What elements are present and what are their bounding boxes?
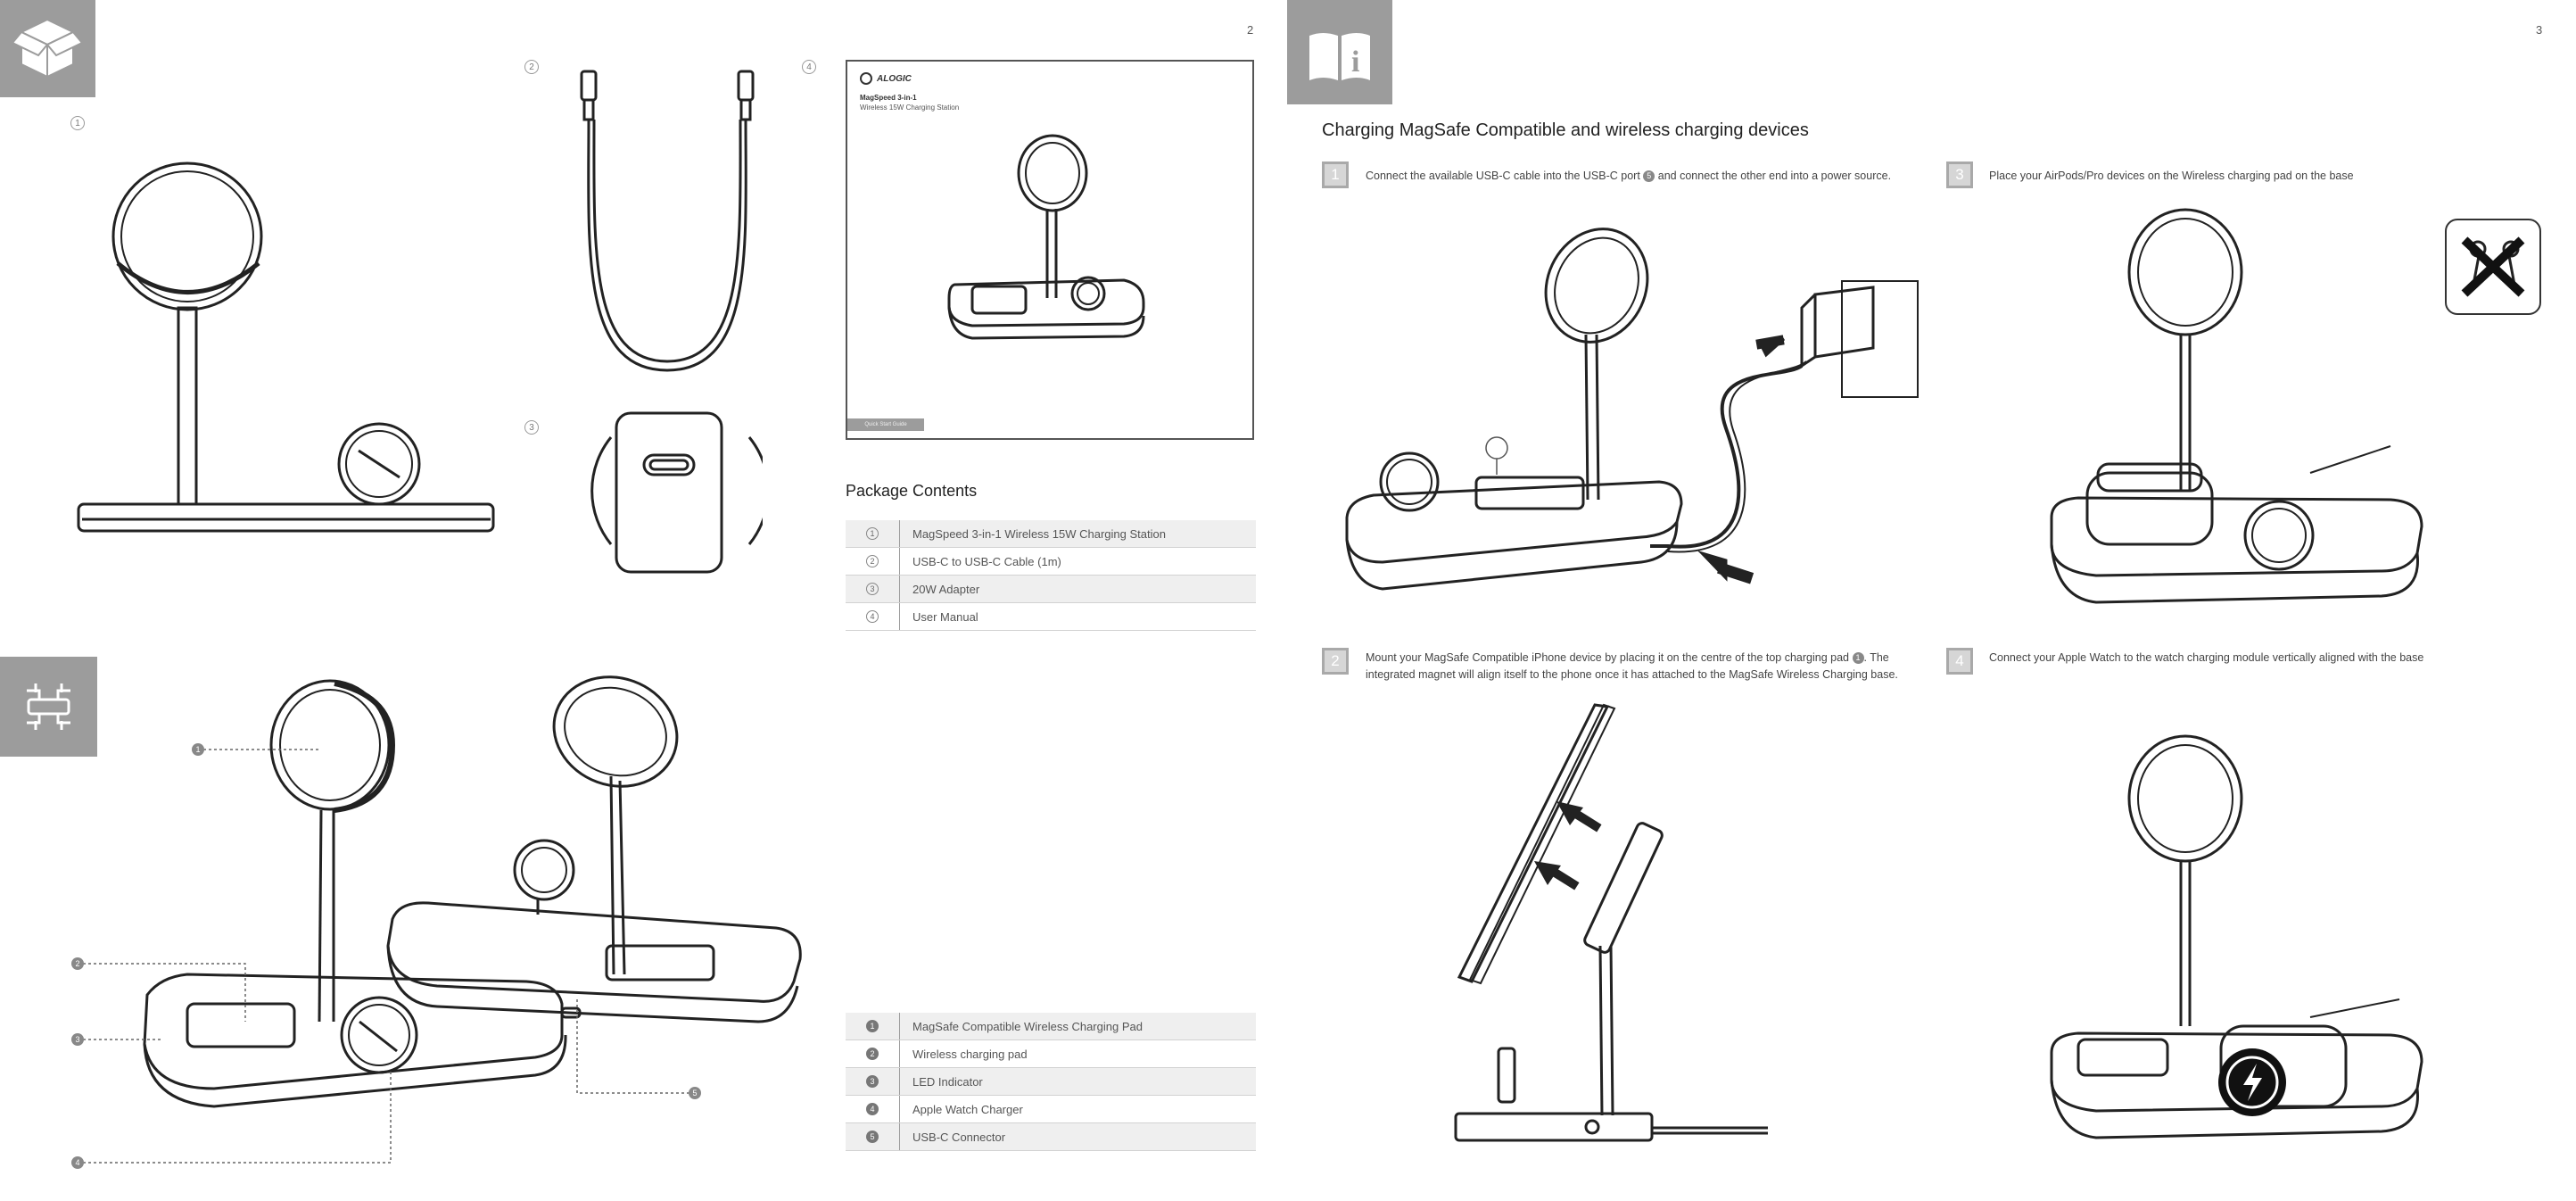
cover-tab-label: Quick Start Guide [847, 418, 924, 431]
brand-name: ALOGIC [877, 73, 912, 84]
item-label: Wireless charging pad [912, 1047, 1028, 1061]
open-box-icon [0, 0, 95, 97]
page-title: Charging MagSafe Compatible and wireless… [1322, 120, 1809, 140]
item-number-1: 1 [70, 116, 85, 130]
list-item: 1 MagSafe Compatible Wireless Charging P… [846, 1013, 1256, 1040]
step-3-illustration [2050, 208, 2423, 604]
step-4-number: 4 [1946, 648, 1973, 675]
list-item: 5 USB-C Connector [846, 1123, 1256, 1151]
item-number-2: 2 [524, 60, 539, 74]
circuit-icon [0, 657, 97, 757]
product-features-illustration [83, 675, 802, 1164]
cover-product-illustration [947, 134, 1145, 340]
page-number-right: 3 [2536, 23, 2543, 37]
step-3-number: 3 [1946, 162, 1973, 188]
step-4-text: Connect your Apple Watch to the watch ch… [1989, 651, 2424, 664]
user-manual-cover: ALOGIC MagSpeed 3-in-1 Wireless 15W Char… [846, 60, 1254, 440]
item-number: 3 [866, 1075, 879, 1088]
item-label: LED Indicator [912, 1074, 983, 1089]
cover-product-name: MagSpeed 3-in-1 [860, 94, 917, 102]
item-label: USB-C Connector [912, 1130, 1006, 1144]
item-number: 1 [866, 527, 879, 540]
package-contents-title: Package Contents [846, 482, 978, 500]
step-2-text: Mount your MagSafe Compatible iPhone dev… [1366, 651, 1898, 681]
item-number: 2 [866, 1048, 879, 1060]
callout-1: 1 [192, 743, 204, 756]
list-item: 4 Apple Watch Charger [846, 1096, 1256, 1123]
step-1-number: 1 [1322, 162, 1349, 188]
list-item: 2 USB-C to USB-C Cable (1m) [846, 548, 1256, 576]
step-1-illustration [1345, 228, 1919, 591]
step-3-text: Place your AirPods/Pro devices on the Wi… [1989, 170, 2354, 182]
usb-c-cable-illustration [580, 70, 755, 372]
item-label: User Manual [912, 609, 978, 624]
brand-logo-icon [860, 72, 872, 85]
list-item: 4 User Manual [846, 603, 1256, 631]
step-2-illustration [1454, 703, 1768, 1142]
callout-3: 3 [71, 1033, 84, 1046]
callout-5: 5 [689, 1087, 701, 1099]
item-number-3: 3 [524, 420, 539, 435]
svg-text:i: i [1351, 46, 1359, 79]
item-number: 1 [866, 1020, 879, 1032]
step-1-text: Connect the available USB-C cable into t… [1366, 170, 1892, 183]
no-metal-objects-icon [2445, 219, 2541, 315]
item-label: MagSpeed 3-in-1 Wireless 15W Charging St… [912, 526, 1166, 541]
list-item: 2 Wireless charging pad [846, 1040, 1256, 1068]
item-label: Apple Watch Charger [912, 1102, 1023, 1116]
step-2-badge: 1 [1852, 652, 1864, 665]
item-label: 20W Adapter [912, 582, 980, 596]
callout-4: 4 [71, 1156, 84, 1169]
adapter-illustration [590, 411, 763, 574]
step-4-illustration [2050, 734, 2423, 1139]
cover-product-subtitle: Wireless 15W Charging Station [860, 104, 960, 112]
step-2-number: 2 [1322, 648, 1349, 675]
list-item: 3 20W Adapter [846, 576, 1256, 603]
callout-2: 2 [71, 957, 84, 970]
item-number: 3 [866, 583, 879, 595]
page-number-left: 2 [1247, 23, 1254, 37]
item-label: MagSafe Compatible Wireless Charging Pad [912, 1019, 1143, 1033]
charging-station-illustration [77, 162, 495, 533]
features-list: 1 MagSafe Compatible Wireless Charging P… [846, 1013, 1256, 1151]
package-contents-list: 1 MagSpeed 3-in-1 Wireless 15W Charging … [846, 520, 1256, 631]
item-number: 5 [866, 1131, 879, 1143]
item-number-4: 4 [802, 60, 816, 74]
item-number: 4 [866, 1103, 879, 1115]
manual-info-icon: i [1287, 0, 1392, 104]
list-item: 3 LED Indicator [846, 1068, 1256, 1096]
item-number: 2 [866, 555, 879, 567]
item-label: USB-C to USB-C Cable (1m) [912, 554, 1061, 568]
list-item: 1 MagSpeed 3-in-1 Wireless 15W Charging … [846, 520, 1256, 548]
step-1-badge: 5 [1643, 170, 1655, 183]
item-number: 4 [866, 610, 879, 623]
